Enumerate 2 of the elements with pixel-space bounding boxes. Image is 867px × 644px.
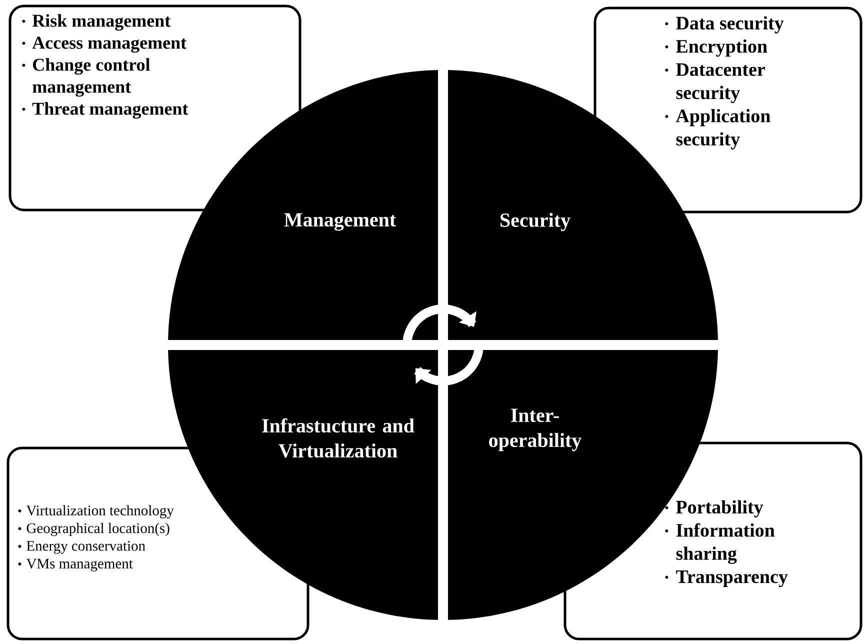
list-box: Data security Encryption Datacenter security Application security: [594, 6, 862, 214]
list-box: Risk management Access management Change control management Threat management: [8, 4, 302, 212]
